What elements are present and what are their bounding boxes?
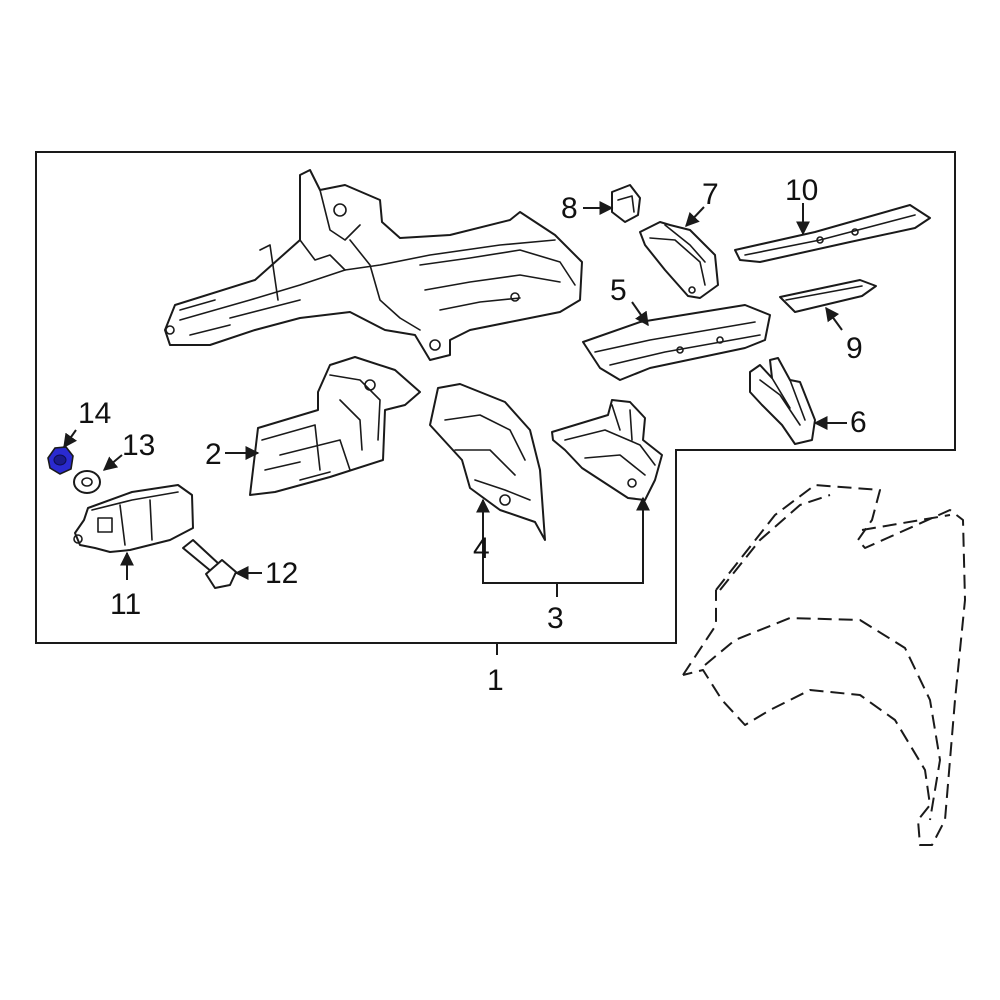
part-12-bolt-drawing [182, 539, 237, 589]
callout-6[interactable]: 6 [850, 406, 867, 439]
callout-14[interactable]: 14 [78, 397, 111, 430]
part-11-drawing [73, 484, 194, 553]
part-14-nut-highlighted[interactable] [47, 446, 74, 475]
part-6-drawing [749, 357, 816, 445]
callout-13[interactable]: 13 [122, 429, 155, 462]
callout-3[interactable]: 3 [547, 602, 564, 635]
part-3-drawing [551, 399, 663, 501]
fender-dashed-drawing [682, 484, 966, 846]
callout-5[interactable]: 5 [610, 274, 627, 307]
leader-lines [63, 201, 847, 655]
part-13-washer-drawing [73, 470, 101, 494]
callout-10[interactable]: 10 [785, 174, 818, 207]
part-4-drawing [429, 383, 546, 541]
callout-12[interactable]: 12 [265, 557, 298, 590]
part-2-drawing [249, 356, 421, 496]
callout-8[interactable]: 8 [561, 192, 578, 225]
callout-2[interactable]: 2 [205, 438, 222, 471]
part-10-drawing [734, 204, 931, 263]
callout-9[interactable]: 9 [846, 332, 863, 365]
assembly-frame [35, 151, 956, 644]
part-9-drawing [779, 279, 877, 313]
part-5-drawing [582, 304, 771, 381]
front-frame-assembly-drawing [164, 169, 583, 361]
callout-4[interactable]: 4 [473, 532, 490, 565]
part-7-drawing [639, 221, 719, 299]
callout-1[interactable]: 1 [487, 664, 504, 697]
callout-labels: 1 2 3 4 5 6 7 8 9 10 11 12 13 14 [78, 174, 867, 697]
callout-7[interactable]: 7 [702, 178, 719, 211]
callout-11[interactable]: 11 [110, 588, 141, 621]
part-8-drawing [611, 184, 641, 223]
